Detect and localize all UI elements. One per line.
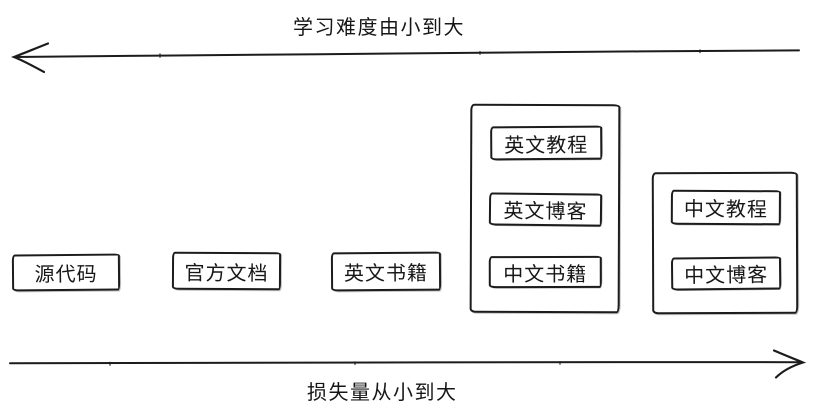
difficulty-arrow-line (13, 49, 800, 58)
loss-arrow-head-icon (772, 349, 807, 379)
difficulty-axis-label: 学习难度由小到大 (293, 17, 465, 39)
box-chinese-tutorials: 中文教程 (670, 189, 781, 226)
box-english-blogs: 英文博客 (488, 192, 603, 227)
difficulty-arrow (10, 42, 800, 74)
loss-arrow-line (9, 361, 802, 365)
loss-axis-label: 损失量从小到大 (307, 382, 458, 404)
box-source-code: 源代码 (11, 253, 121, 292)
box-english-tutorials: 英文教程 (490, 125, 603, 161)
box-english-books: 英文书籍 (330, 251, 442, 292)
box-chinese-books: 中文书籍 (488, 255, 602, 289)
loss-arrow (9, 349, 807, 379)
group-english-resources: 英文教程 英文博客 中文书籍 (469, 103, 621, 314)
group-chinese-resources: 中文教程 中文博客 (651, 171, 799, 315)
box-official-docs: 官方文档 (171, 251, 282, 291)
difficulty-arrow-head-icon (10, 42, 50, 74)
box-chinese-blogs: 中文博客 (670, 256, 782, 291)
